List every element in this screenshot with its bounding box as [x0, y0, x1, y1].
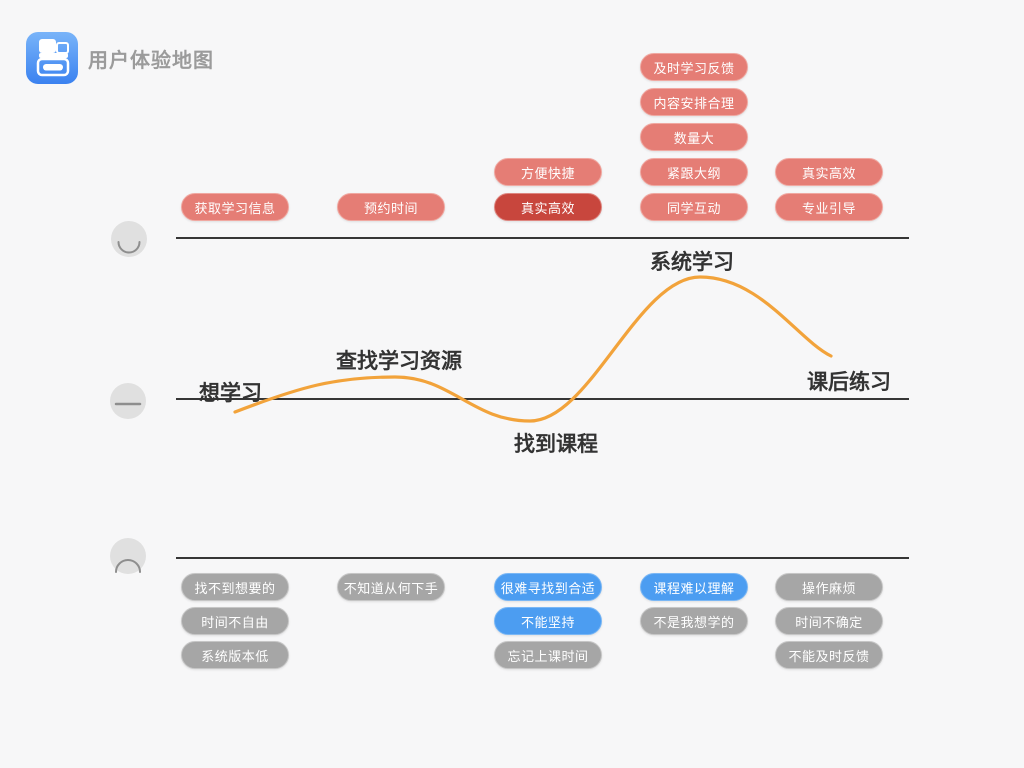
negative-badge: 时间不确定 — [775, 607, 883, 635]
app-logo-icon — [26, 32, 78, 84]
stage-label: 查找学习资源 — [336, 350, 462, 373]
negative-badge: 系统版本低 — [181, 641, 289, 669]
negative-badge: 不是我想学的 — [640, 607, 748, 635]
negative-badge: 不能及时反馈 — [775, 641, 883, 669]
stage-label: 课后练习 — [807, 371, 891, 394]
emotion-curve-baseline — [176, 398, 909, 400]
happy-face-icon — [111, 221, 147, 257]
positive-badge: 同学互动 — [640, 193, 748, 221]
positive-badge-strong: 真实高效 — [494, 193, 602, 221]
positive-row-baseline — [176, 237, 909, 239]
negative-badge: 时间不自由 — [181, 607, 289, 635]
negative-badge: 不知道从何下手 — [337, 573, 445, 601]
positive-badge: 数量大 — [640, 123, 748, 151]
negative-badge: 操作麻烦 — [775, 573, 883, 601]
positive-badge: 内容安排合理 — [640, 88, 748, 116]
positive-badge: 真实高效 — [775, 158, 883, 186]
positive-badge: 获取学习信息 — [181, 193, 289, 221]
sad-face-icon — [110, 538, 146, 574]
positive-badge: 预约时间 — [337, 193, 445, 221]
negative-badge-highlight: 课程难以理解 — [640, 573, 748, 601]
page-title: 用户体验地图 — [88, 50, 214, 72]
stage-label: 找到课程 — [514, 433, 598, 456]
stage-label: 想学习 — [199, 382, 262, 405]
negative-badge: 忘记上课时间 — [494, 641, 602, 669]
negative-badge: 找不到想要的 — [181, 573, 289, 601]
negative-row-baseline — [176, 557, 909, 559]
positive-badge: 紧跟大纲 — [640, 158, 748, 186]
positive-badge: 专业引导 — [775, 193, 883, 221]
neutral-face-icon — [110, 383, 146, 419]
negative-badge-highlight: 不能坚持 — [494, 607, 602, 635]
positive-badge: 及时学习反馈 — [640, 53, 748, 81]
positive-badge: 方便快捷 — [494, 158, 602, 186]
negative-badge-highlight: 很难寻找到合适 — [494, 573, 602, 601]
stage-label: 系统学习 — [650, 251, 734, 274]
